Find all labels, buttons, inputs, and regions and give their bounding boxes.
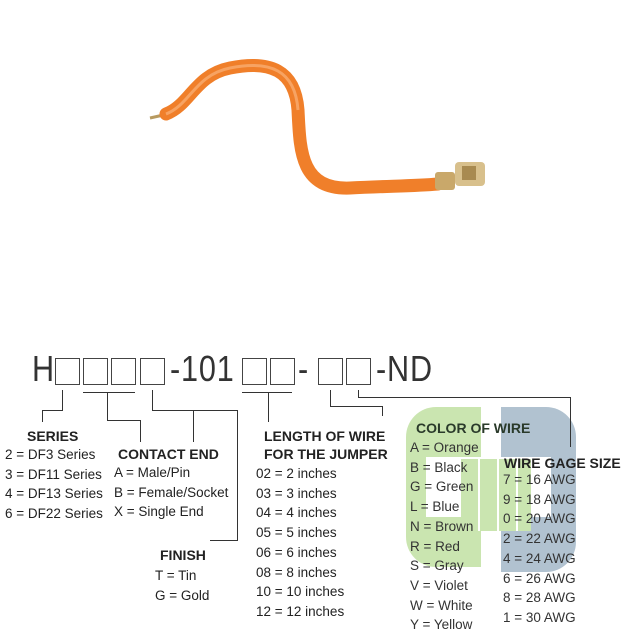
gage-box xyxy=(346,358,371,385)
series-item: 4 = DF13 Series xyxy=(5,486,103,502)
contact-end-item: X = Single End xyxy=(114,504,204,520)
gage-item: 9 = 18 AWG xyxy=(503,491,576,507)
color-title: COLOR OF WIRE xyxy=(416,420,531,436)
gage-title: WIRE GAGE SIZE xyxy=(504,455,621,471)
series-item: 6 = DF22 Series xyxy=(5,506,103,522)
pn-sep: - xyxy=(298,348,310,389)
length-title: LENGTH OF WIRE xyxy=(264,428,386,444)
pn-middle: -101 xyxy=(170,348,235,389)
series-item: 2 = DF3 Series xyxy=(5,447,96,462)
logo-watermark xyxy=(406,407,576,577)
length-item: 12 = 12 inches xyxy=(256,603,345,619)
color-item: G = Green xyxy=(410,479,474,495)
length-item: 02 = 2 inches xyxy=(256,466,337,481)
length-item: 03 = 3 inches xyxy=(256,485,337,501)
color-item: S = Gray xyxy=(410,558,464,574)
gage-item: 2 = 22 AWG xyxy=(503,531,576,547)
gage-item: 1 = 30 AWG xyxy=(503,609,576,625)
contact-end-item: A = Male/Pin xyxy=(114,465,191,480)
contact-box-2 xyxy=(111,358,136,385)
series-item: 3 = DF11 Series xyxy=(5,466,102,482)
finish-item: G = Gold xyxy=(155,587,210,603)
color-item: V = Violet xyxy=(410,577,468,593)
contact-box-1 xyxy=(83,358,108,385)
gage-item: 8 = 28 AWG xyxy=(503,590,576,606)
gage-item: 4 = 24 AWG xyxy=(503,550,576,566)
length-title-2: FOR THE JUMPER xyxy=(264,446,388,462)
length-item: 06 = 6 inches xyxy=(256,544,337,560)
gage-item: 7 = 16 AWG xyxy=(503,472,576,487)
finish-box xyxy=(140,358,165,385)
contact-end-item: B = Female/Socket xyxy=(114,484,229,500)
color-box xyxy=(318,358,343,385)
length-item: 10 = 10 inches xyxy=(256,584,345,600)
finish-item: T = Tin xyxy=(155,568,197,583)
length-box-2 xyxy=(270,358,295,385)
length-item: 05 = 5 inches xyxy=(256,525,337,541)
pn-prefix: H xyxy=(32,348,55,389)
color-item: W = White xyxy=(410,597,473,613)
gage-item: 0 = 20 AWG xyxy=(503,511,576,527)
length-item: 08 = 8 inches xyxy=(256,564,337,580)
series-title: SERIES xyxy=(27,428,79,444)
jumper-wire-image xyxy=(149,58,485,195)
color-item: Y = Yellow xyxy=(410,617,473,633)
color-item: A = Orange xyxy=(410,440,479,455)
color-item: B = Black xyxy=(410,459,468,475)
finish-title: FINISH xyxy=(160,547,206,563)
length-item: 04 = 4 inches xyxy=(256,505,337,521)
color-item: N = Brown xyxy=(410,518,474,534)
color-item: L = Blue xyxy=(410,499,460,515)
color-item: R = Red xyxy=(410,538,460,554)
contact-end-title: CONTACT END xyxy=(118,446,219,462)
pn-suffix: -ND xyxy=(376,348,433,389)
gage-item: 6 = 26 AWG xyxy=(503,570,576,586)
series-box xyxy=(55,358,80,385)
length-box-1 xyxy=(242,358,267,385)
